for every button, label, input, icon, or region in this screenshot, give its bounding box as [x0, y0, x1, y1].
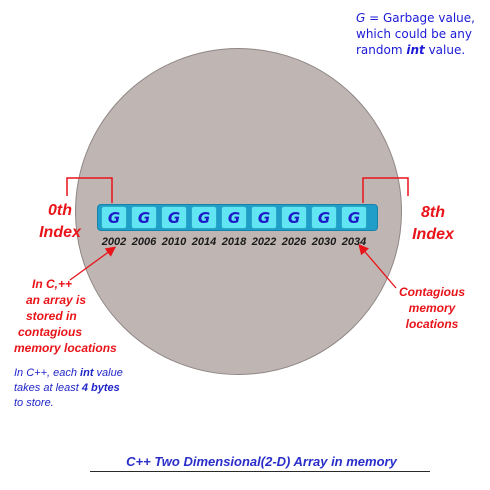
left-note-line: In C,++ — [32, 277, 73, 291]
array-cell-0: G — [101, 206, 127, 229]
address-label: 2010 — [161, 236, 187, 248]
left-memory-note: In C,++ an array is stored in contagious… — [12, 276, 132, 356]
blue-note-line-2: takes at least 4 bytes — [14, 381, 164, 396]
caption-underline — [90, 471, 430, 472]
address-label: 2022 — [251, 236, 277, 248]
first-index-line-2: Index — [39, 224, 81, 241]
blue-note-bytes: 4 bytes — [81, 382, 120, 394]
array-cell-8: G — [341, 206, 367, 229]
address-label: 2006 — [131, 236, 157, 248]
right-note-line: memory — [408, 301, 456, 315]
address-label: 2026 — [281, 236, 307, 248]
blue-note-keyword: int — [80, 367, 94, 379]
left-note-line: an array is — [26, 293, 87, 307]
last-index-line-1: 8th — [421, 204, 445, 221]
left-note-line: stored in — [26, 309, 77, 323]
left-note-line: contagious — [18, 325, 83, 339]
right-note-line: Contagious — [399, 285, 465, 299]
array-cell-1: G — [131, 206, 157, 229]
left-arrow — [69, 246, 117, 281]
note-line-1: G = Garbage value, — [356, 10, 486, 26]
diagram-caption: C++ Two Dimensional(2-D) Array in memory — [126, 454, 397, 469]
note-line-2: which could be any — [356, 27, 472, 41]
note-line-3-post: value. — [424, 43, 466, 57]
note-keyword: int — [406, 43, 425, 57]
array-cell-7: G — [311, 206, 337, 229]
right-memory-note: Contagious memory locations — [392, 284, 472, 332]
int-size-note: In C++, each int value takes at least 4 … — [14, 366, 164, 411]
blue-note-line-2-pre: takes at least — [14, 382, 82, 394]
first-index-bracket — [66, 177, 113, 203]
address-label: 2002 — [101, 236, 127, 248]
last-index-bracket — [362, 177, 409, 203]
address-label: 2030 — [311, 236, 337, 248]
last-index-label: 8th Index — [403, 202, 463, 246]
first-index-label: 0th Index — [30, 200, 90, 244]
right-arrow — [358, 244, 397, 289]
blue-note-line-1-pre: In C++, each — [14, 367, 81, 379]
blue-note-line-1: In C++, each int value — [14, 366, 164, 381]
address-label: 2014 — [191, 236, 217, 248]
right-note-line: locations — [405, 317, 459, 331]
array-cell-2: G — [161, 206, 187, 229]
address-label: 2034 — [341, 236, 367, 248]
array-cell-5: G — [251, 206, 277, 229]
blue-note-line-1-post: value — [93, 367, 123, 379]
array-cell-6: G — [281, 206, 307, 229]
blue-note-line-3: to store. — [14, 397, 54, 409]
address-label: 2018 — [221, 236, 247, 248]
garbage-value-note: G = Garbage value, which could be any ra… — [356, 10, 486, 58]
left-note-line: memory locations — [14, 341, 117, 355]
note-line-1-rest: = Garbage value, — [365, 11, 475, 25]
note-line-3: random int value. — [356, 42, 486, 58]
array-cell-3: G — [191, 206, 217, 229]
last-index-line-2: Index — [412, 226, 454, 243]
first-index-line-1: 0th — [48, 202, 72, 219]
note-symbol: G — [356, 11, 366, 25]
note-line-3-pre: random — [356, 43, 407, 57]
array-cell-4: G — [221, 206, 247, 229]
